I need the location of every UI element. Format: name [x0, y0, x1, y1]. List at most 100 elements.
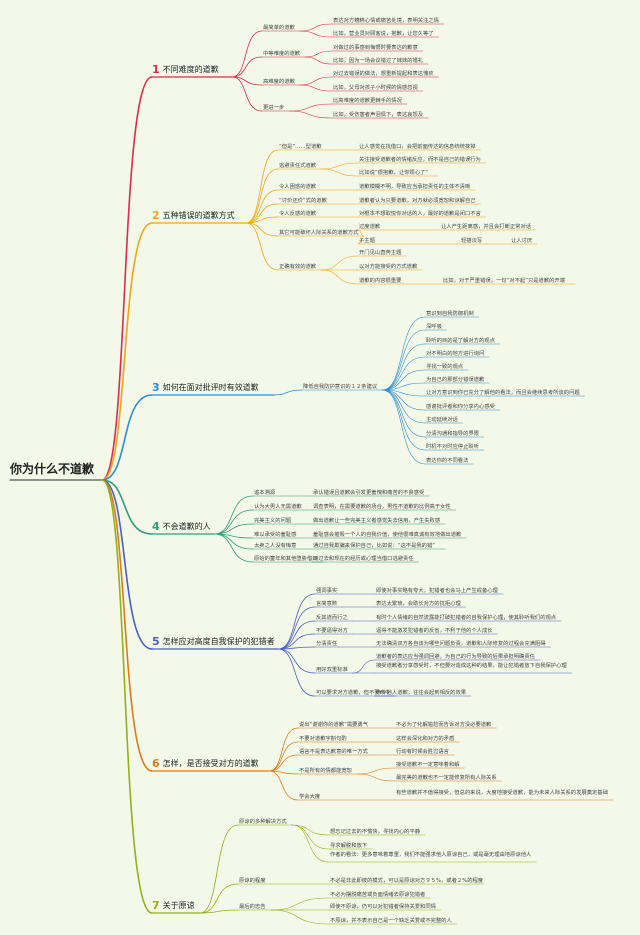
root-topic: 你为什么不道歉 — [10, 462, 95, 476]
detail-link — [304, 56, 333, 65]
subtopic-link — [199, 824, 239, 914]
detail: 最完美的道歉也不一定能修复所有人际关系 — [396, 775, 497, 781]
detail-link — [304, 50, 333, 58]
detail: 比高难度的道歉更棘手的情况 — [333, 98, 402, 104]
detail: 不原谅，并不表示自己是一个缺乏关爱或不完整的人 — [330, 918, 452, 924]
branch-number: 3 — [152, 381, 160, 394]
detail-link — [356, 773, 396, 782]
detail-link — [381, 389, 426, 438]
branch-7-link — [101, 479, 153, 914]
detail: 不必是非此即彼的模式，可以是原谅对方９５%，或者２%的程度 — [330, 878, 484, 884]
detail: 以对方能接受的方式道歉 — [359, 264, 418, 270]
subtopic-link — [277, 620, 316, 650]
subtopic: 原始的童年和其他堕胁借口 — [254, 556, 318, 562]
subtopic-link — [199, 883, 239, 914]
detail: 做出道歉让一些完美主义者感觉失去信用，产生失败感 — [313, 518, 441, 524]
detail: 想忘记过去的不愉快，寻找内心的平静 — [330, 829, 421, 835]
subtopic-link — [245, 222, 279, 271]
detail-link — [288, 103, 333, 112]
detail: 羞耻感会摧毁一个人的自我价值，使他很难真诚有效地做出道歉 — [313, 532, 462, 538]
branch-label: 怎样应对高度自我保护的犯错者 — [162, 637, 275, 646]
subtopic: 不是所有的情都能宽恕 — [299, 768, 352, 774]
subtopic: 分清责任 — [316, 641, 338, 647]
subtopic-link — [245, 222, 279, 237]
detail: 不必为了化解尴尬而告诉对方没必要道歉 — [396, 722, 492, 728]
detail: 为自己的那部分错误道歉 — [426, 377, 485, 383]
detail: 比如，因为一场会议错过了妹妹的婚礼 — [333, 58, 424, 64]
subtopic: 不要对道歉字斟句酌 — [299, 736, 347, 742]
branch-label: 如何在面对批评时有效道歉 — [162, 383, 259, 392]
subtopic-link — [277, 646, 316, 650]
branch-3-link — [101, 394, 153, 481]
detail-link — [381, 343, 426, 391]
subtopic: 令人困惑的道歉 — [279, 184, 317, 190]
detail: 意识到自我防御机制 — [426, 311, 474, 317]
branch-6-link — [101, 479, 153, 772]
detail-link — [299, 84, 333, 92]
detail-link — [320, 255, 359, 271]
detail-link — [381, 329, 426, 391]
detail: 有些道歉并不值得接受，但总的来说，大度地接受道歉，能为未来人际关系的发展奠定基础 — [396, 790, 608, 796]
subtopic-link — [245, 168, 279, 224]
detail: 过度道歉 — [359, 224, 381, 230]
subtopic: “但是”……型道歉 — [279, 144, 322, 150]
branch-2-link — [101, 222, 153, 481]
detail: 寻找一致的观点 — [426, 364, 464, 370]
subtopic-link — [213, 533, 254, 563]
branch-5-link — [101, 479, 153, 650]
detail: 对不明白的地方进行询问 — [426, 351, 485, 357]
detail-link — [320, 269, 359, 285]
detail: 子主题 — [359, 238, 375, 244]
subtopic: 不要逼得对方 — [316, 628, 348, 634]
subtopic-link — [268, 770, 299, 775]
detail: 无法确清双方各自该为哪些问题负责，道歉和人际修复的过程会充满阻碍 — [376, 641, 546, 647]
detail: 对做过的事感到悔恨时要表达的歉意 — [333, 45, 418, 51]
detail: 命令他人道歉，往往会起到相反的效果 — [376, 690, 467, 696]
detail: 道歉者认为只要道歉，对方就必须宽恕和谅解自己 — [359, 198, 476, 204]
subtopic: 逃避责任式道歉 — [279, 163, 317, 169]
subtopic-link — [231, 56, 263, 78]
detail-link — [381, 369, 426, 391]
subtopic: 其它可能破坏人际关系的道歉方式 — [279, 230, 359, 236]
subtopic-link — [245, 189, 279, 224]
subtopic-link — [268, 770, 299, 801]
detail-link — [270, 909, 330, 925]
subtopic-link — [268, 727, 299, 772]
detail-link — [291, 824, 330, 863]
detail: 调查表明，在需要道歉的场合，男性不道歉的比例高于女性 — [313, 504, 451, 510]
subtopic: 学会大度 — [299, 794, 321, 800]
detail: 表达你的不同看法 — [426, 458, 469, 464]
detail: 关注接受道歉者的情绪反应，而不是自己的错误行为 — [359, 157, 481, 163]
subtopic-link — [273, 389, 303, 396]
detail: 比如，父母对孩子小时候的情感忽视 — [333, 85, 418, 91]
subtopic: 反其道而行之 — [316, 615, 348, 621]
subtopic: 可以要求对方道歉，但不要命令 — [316, 690, 391, 696]
detail: 即使对事实略有夸大，犯错者也会马上产生戒备心理 — [376, 588, 498, 594]
detail-link — [381, 356, 426, 391]
note: 让人讨厌 — [511, 238, 533, 244]
subtopic-link — [231, 30, 263, 78]
detail: 有时个人情绪的自然流露能打破犯错者的自我保护心理，使其聆听我们的观点 — [376, 615, 557, 621]
detail-link — [356, 767, 396, 775]
detail-link — [299, 76, 333, 86]
detail: 分清沟通和指导的界限 — [426, 431, 479, 437]
branch-label: 不会道歉的人 — [162, 522, 211, 531]
subtopic: 追本溯源 — [254, 490, 276, 496]
subtopic: 高难度的道歉 — [263, 79, 295, 85]
detail-link — [381, 389, 426, 465]
branch-label: 不同难度的道歉 — [162, 65, 219, 74]
subtopic: 降低自我防护意识的１２条建议 — [303, 384, 378, 390]
detail: 寻求解脱和放下 — [330, 843, 368, 849]
subtopic-link — [245, 216, 279, 224]
subtopic-link — [199, 909, 239, 914]
detail-link — [320, 162, 359, 170]
subtopic: 最简单的道歉 — [263, 25, 295, 31]
branch-number: 6 — [152, 757, 160, 770]
subtopic: 说出“谢谢你的道歉”需要勇气 — [299, 722, 369, 728]
detail: 对过去错误的做法，想重新提起和表达愧疚 — [333, 71, 434, 77]
